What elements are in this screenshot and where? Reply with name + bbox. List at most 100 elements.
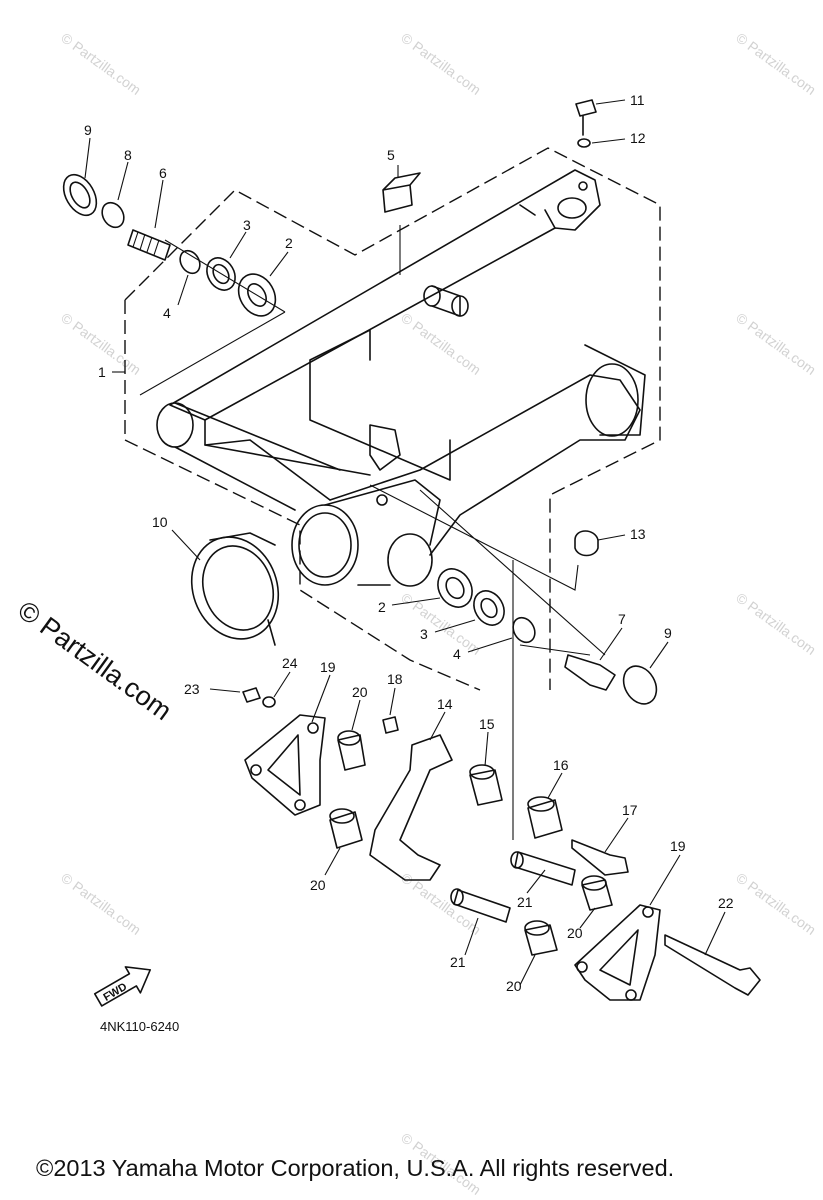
callout-20: 20: [567, 925, 583, 941]
part-20-collar-c: [581, 879, 613, 911]
link-axis-line: [512, 560, 591, 840]
part-21-collar-b: [453, 889, 511, 923]
leader-20b: [324, 847, 341, 876]
part-3-seal-right: [473, 590, 505, 626]
leader-4a: [177, 274, 189, 306]
part-24-washer: [262, 696, 276, 708]
callout-labels: 9 8 6 5 11 12 3 2 4 1 10 13 2 3 4 7 9 23…: [84, 92, 734, 994]
diagram-code: 4NK110-6240: [100, 1019, 179, 1034]
callout-17: 17: [622, 802, 638, 818]
part-14-connecting-rod: [369, 734, 453, 881]
left-pivot-parts: [62, 173, 277, 317]
part-22-bolt: [664, 934, 761, 996]
leader-9a: [84, 137, 91, 179]
callout-13: 13: [630, 526, 646, 542]
right-pivot-parts: [437, 568, 658, 705]
callout-20: 20: [310, 877, 326, 893]
callout-21: 21: [450, 954, 466, 970]
part-19-plate-left: [244, 714, 326, 816]
callout-2: 2: [378, 599, 386, 615]
copyright-notice: ©2013 Yamaha Motor Corporation, U.S.A. A…: [36, 1155, 675, 1181]
leader-20c: [579, 907, 596, 929]
part-15-collar: [469, 769, 503, 806]
part-20-collar-d: [524, 924, 558, 956]
watermark: © Partzilla.com: [733, 589, 819, 657]
part-20-collar-a: [337, 734, 366, 771]
swingarm-body: [156, 169, 646, 587]
callout-20: 20: [506, 978, 522, 994]
callout-9: 9: [84, 122, 92, 138]
swingarm-assembly-boundary: [124, 147, 661, 691]
watermark: © Partzilla.com: [733, 309, 819, 377]
leader-19b: [649, 854, 681, 906]
part-10-ring: [190, 532, 280, 646]
callout-23: 23: [184, 681, 200, 697]
leader-5: [397, 165, 401, 275]
leader-21a: [526, 869, 546, 894]
leader-12: [591, 138, 626, 144]
leader-10: [171, 529, 201, 561]
callout-6: 6: [159, 165, 167, 181]
part-5-label-plate: [382, 172, 421, 213]
part-21-collar-a: [514, 851, 576, 886]
leader-2a: [269, 251, 289, 277]
callout-8: 8: [124, 147, 132, 163]
leader-20a: [351, 699, 361, 731]
callout-3: 3: [243, 217, 251, 233]
callout-19: 19: [670, 838, 686, 854]
fwd-arrow-icon: FWD: [93, 966, 152, 1007]
callout-20: 20: [352, 684, 368, 700]
part-3-seal-left: [206, 257, 236, 291]
callout-12: 12: [630, 130, 646, 146]
callout-19: 19: [320, 659, 336, 675]
watermark: © Partzilla.com: [733, 29, 819, 97]
callout-5: 5: [387, 147, 395, 163]
part-2-bearing-right: [437, 568, 473, 608]
callout-22: 22: [718, 895, 734, 911]
part-9-cap-right: [622, 665, 658, 705]
part-7-pivot-bolt: [564, 654, 616, 691]
leader-11: [595, 99, 626, 105]
leader-3a: [229, 231, 247, 259]
pivot-axis-line-left: [139, 239, 286, 396]
part-11-bolt: [575, 99, 597, 136]
leader-6: [154, 179, 164, 229]
callout-24: 24: [282, 655, 298, 671]
part-19-plate-right: [574, 904, 661, 1001]
leader-21b: [464, 917, 479, 956]
watermark: © Partzilla.com: [733, 869, 819, 937]
callout-7: 7: [618, 611, 626, 627]
part-12-washer: [577, 138, 591, 148]
watermark: © Partzilla.com: [398, 309, 484, 377]
callout-21: 21: [517, 894, 533, 910]
part-8-nut: [101, 201, 125, 229]
leader-3b: [434, 619, 476, 633]
leader-15: [484, 731, 489, 767]
part-18-nut: [382, 716, 399, 734]
leader-16: [547, 772, 563, 799]
fwd-label: FWD: [101, 981, 129, 1004]
leader-14: [429, 711, 446, 741]
leader-23: [209, 688, 241, 693]
leader-13: [597, 534, 626, 541]
leader-9b: [649, 641, 669, 669]
callout-16: 16: [553, 757, 569, 773]
callout-1: 1: [98, 364, 106, 380]
callout-4: 4: [163, 305, 171, 321]
leader-19a: [311, 674, 331, 723]
callout-2: 2: [285, 235, 293, 251]
part-4-collar-left: [179, 249, 201, 275]
part-9-cap-left: [62, 173, 98, 217]
part-16-collar: [527, 799, 563, 839]
pivot-axis-line-right: [369, 484, 606, 656]
watermark: © Partzilla.com: [398, 29, 484, 97]
callout-3: 3: [420, 626, 428, 642]
link-assembly: [242, 687, 761, 1001]
leader-17: [604, 817, 629, 853]
part-2-bearing-left: [237, 273, 277, 317]
part-13-cap: [574, 530, 599, 557]
part-6-pivot-shaft: [127, 229, 171, 261]
leader-24: [273, 671, 291, 698]
part-20-collar-b: [329, 811, 363, 849]
